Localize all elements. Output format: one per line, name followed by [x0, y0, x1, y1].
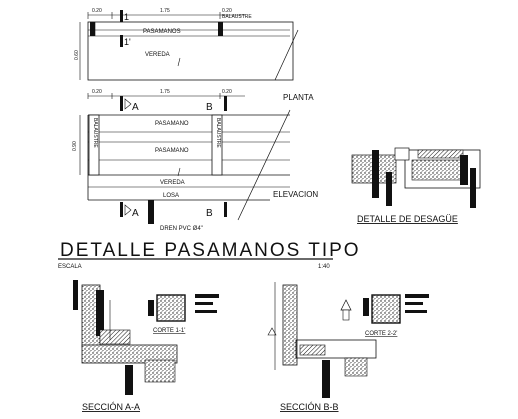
elev-title: ELEVACION — [273, 190, 318, 199]
seccion-a-title: SECCIÓN A-A — [82, 402, 140, 412]
corte-1-label: CORTE 1-1' — [153, 328, 185, 334]
planta-title: PLANTA — [283, 93, 314, 102]
elev-marker-b-top: B — [206, 102, 213, 113]
desague-title: DETALLE DE DESAGÜE — [357, 214, 458, 224]
elev-dim-left: 0.20 — [92, 89, 102, 95]
elev-losa: LOSA — [163, 193, 179, 199]
planta-dim-left: 0.20 — [92, 8, 102, 14]
elev-dim-right: 0.20 — [222, 89, 232, 95]
escala-label: ESCALA — [58, 264, 82, 270]
planta-view: 0.20 1.75 0.20 0.60 1 1' PASAMANOS BALAU… — [74, 8, 314, 102]
elev-balaustre-left: BALAUSTRE — [92, 118, 98, 148]
elev-balaustre-right: BALAUSTRE — [215, 118, 221, 148]
elevacion-view: 0.20 1.75 0.20 0.90 BALAUSTRE BALAUSTRE … — [72, 89, 318, 232]
planta-balaustre-label: BALAUSTRE — [222, 14, 252, 20]
elev-dim-height: 0.90 — [72, 141, 78, 151]
planta-vereda-label: VEREDA — [145, 52, 170, 58]
elev-vereda: VEREDA — [160, 180, 185, 186]
planta-dim-height: 0.60 — [74, 50, 80, 60]
title-block: DETALLE PASAMANOS TIPO ESCALA 1:40 — [58, 240, 361, 270]
planta-marker-1p: 1' — [124, 37, 131, 47]
seccion-a-detail: CORTE 1-1' SECCIÓN A-A — [73, 280, 219, 412]
elev-marker-b-bottom: B — [206, 208, 213, 219]
seccion-b-detail: CORTE 2-2' SECCIÓN B-B — [267, 282, 429, 412]
planta-dim-right: 0.20 — [222, 8, 232, 14]
seccion-b-title: SECCIÓN B-B — [280, 402, 339, 412]
elev-dim-span: 1.75 — [160, 89, 170, 95]
planta-pasamanos-label: PASAMANOS — [143, 29, 181, 35]
planta-dim-span: 1.75 — [160, 8, 170, 14]
escala-value: 1:40 — [318, 264, 330, 270]
corte-2-label: CORTE 2-2' — [365, 331, 397, 337]
page-title: DETALLE PASAMANOS TIPO — [60, 240, 361, 261]
elev-dren: DREN PVC Ø4" — [160, 226, 203, 232]
elev-pasamano-mid: PASAMANO — [155, 148, 189, 154]
elev-marker-a-bottom: A — [132, 208, 139, 219]
desague-detail: DETALLE DE DESAGÜE — [351, 147, 481, 224]
elev-pasamano-top: PASAMANO — [155, 121, 189, 127]
planta-marker-1: 1 — [124, 12, 129, 22]
elev-marker-a-top: A — [132, 102, 139, 113]
